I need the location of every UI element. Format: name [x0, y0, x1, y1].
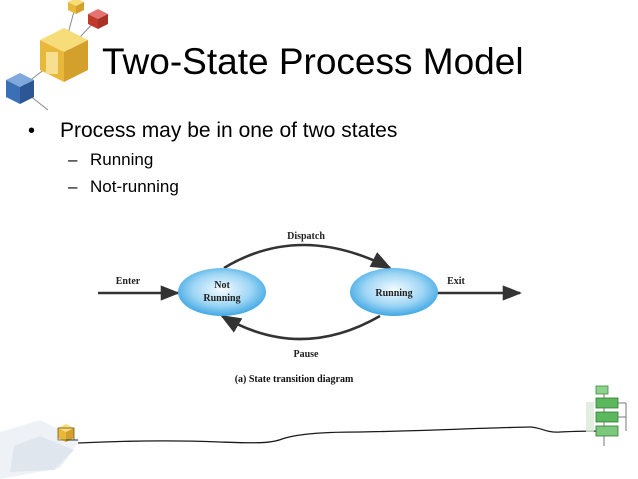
- exit-label: Exit: [447, 276, 465, 287]
- not-running-label-line2: Running: [203, 293, 240, 304]
- dispatch-arrow: [223, 243, 392, 270]
- sub-item-text: Running: [90, 150, 154, 169]
- bullet-list: • Process may be in one of two states – …: [28, 116, 588, 200]
- footer-divider: [77, 426, 609, 444]
- bullet-item: • Process may be in one of two states: [28, 116, 588, 146]
- sub-item-running: – Running: [28, 146, 588, 173]
- pause-label: Pause: [294, 349, 320, 360]
- cube-cluster-icon: [6, 0, 108, 111]
- dispatch-label: Dispatch: [287, 231, 325, 242]
- pause-arrow: [220, 314, 381, 341]
- running-label: Running: [375, 288, 412, 299]
- bullet-text: Process may be in one of two states: [60, 119, 398, 142]
- cube-cluster-bottom-icon: [0, 420, 80, 479]
- flowchart-icon: [586, 385, 627, 446]
- enter-label: Enter: [116, 276, 141, 287]
- slide-title: Two-State Process Model: [102, 41, 524, 82]
- sub-item-mark: –: [68, 177, 78, 196]
- sub-item-text: Not-running: [90, 177, 179, 196]
- sub-item-not-running: – Not-running: [28, 173, 588, 200]
- diagram-caption: (a) State transition diagram: [235, 374, 354, 385]
- state-not-running: [178, 268, 266, 316]
- state-transition-diagram: Not Running Running Enter Dispatch Exit …: [98, 231, 522, 385]
- bullet-mark: •: [28, 120, 36, 142]
- state-running: [350, 268, 438, 316]
- sub-item-mark: –: [68, 150, 78, 169]
- not-running-label-line1: Not: [214, 280, 230, 291]
